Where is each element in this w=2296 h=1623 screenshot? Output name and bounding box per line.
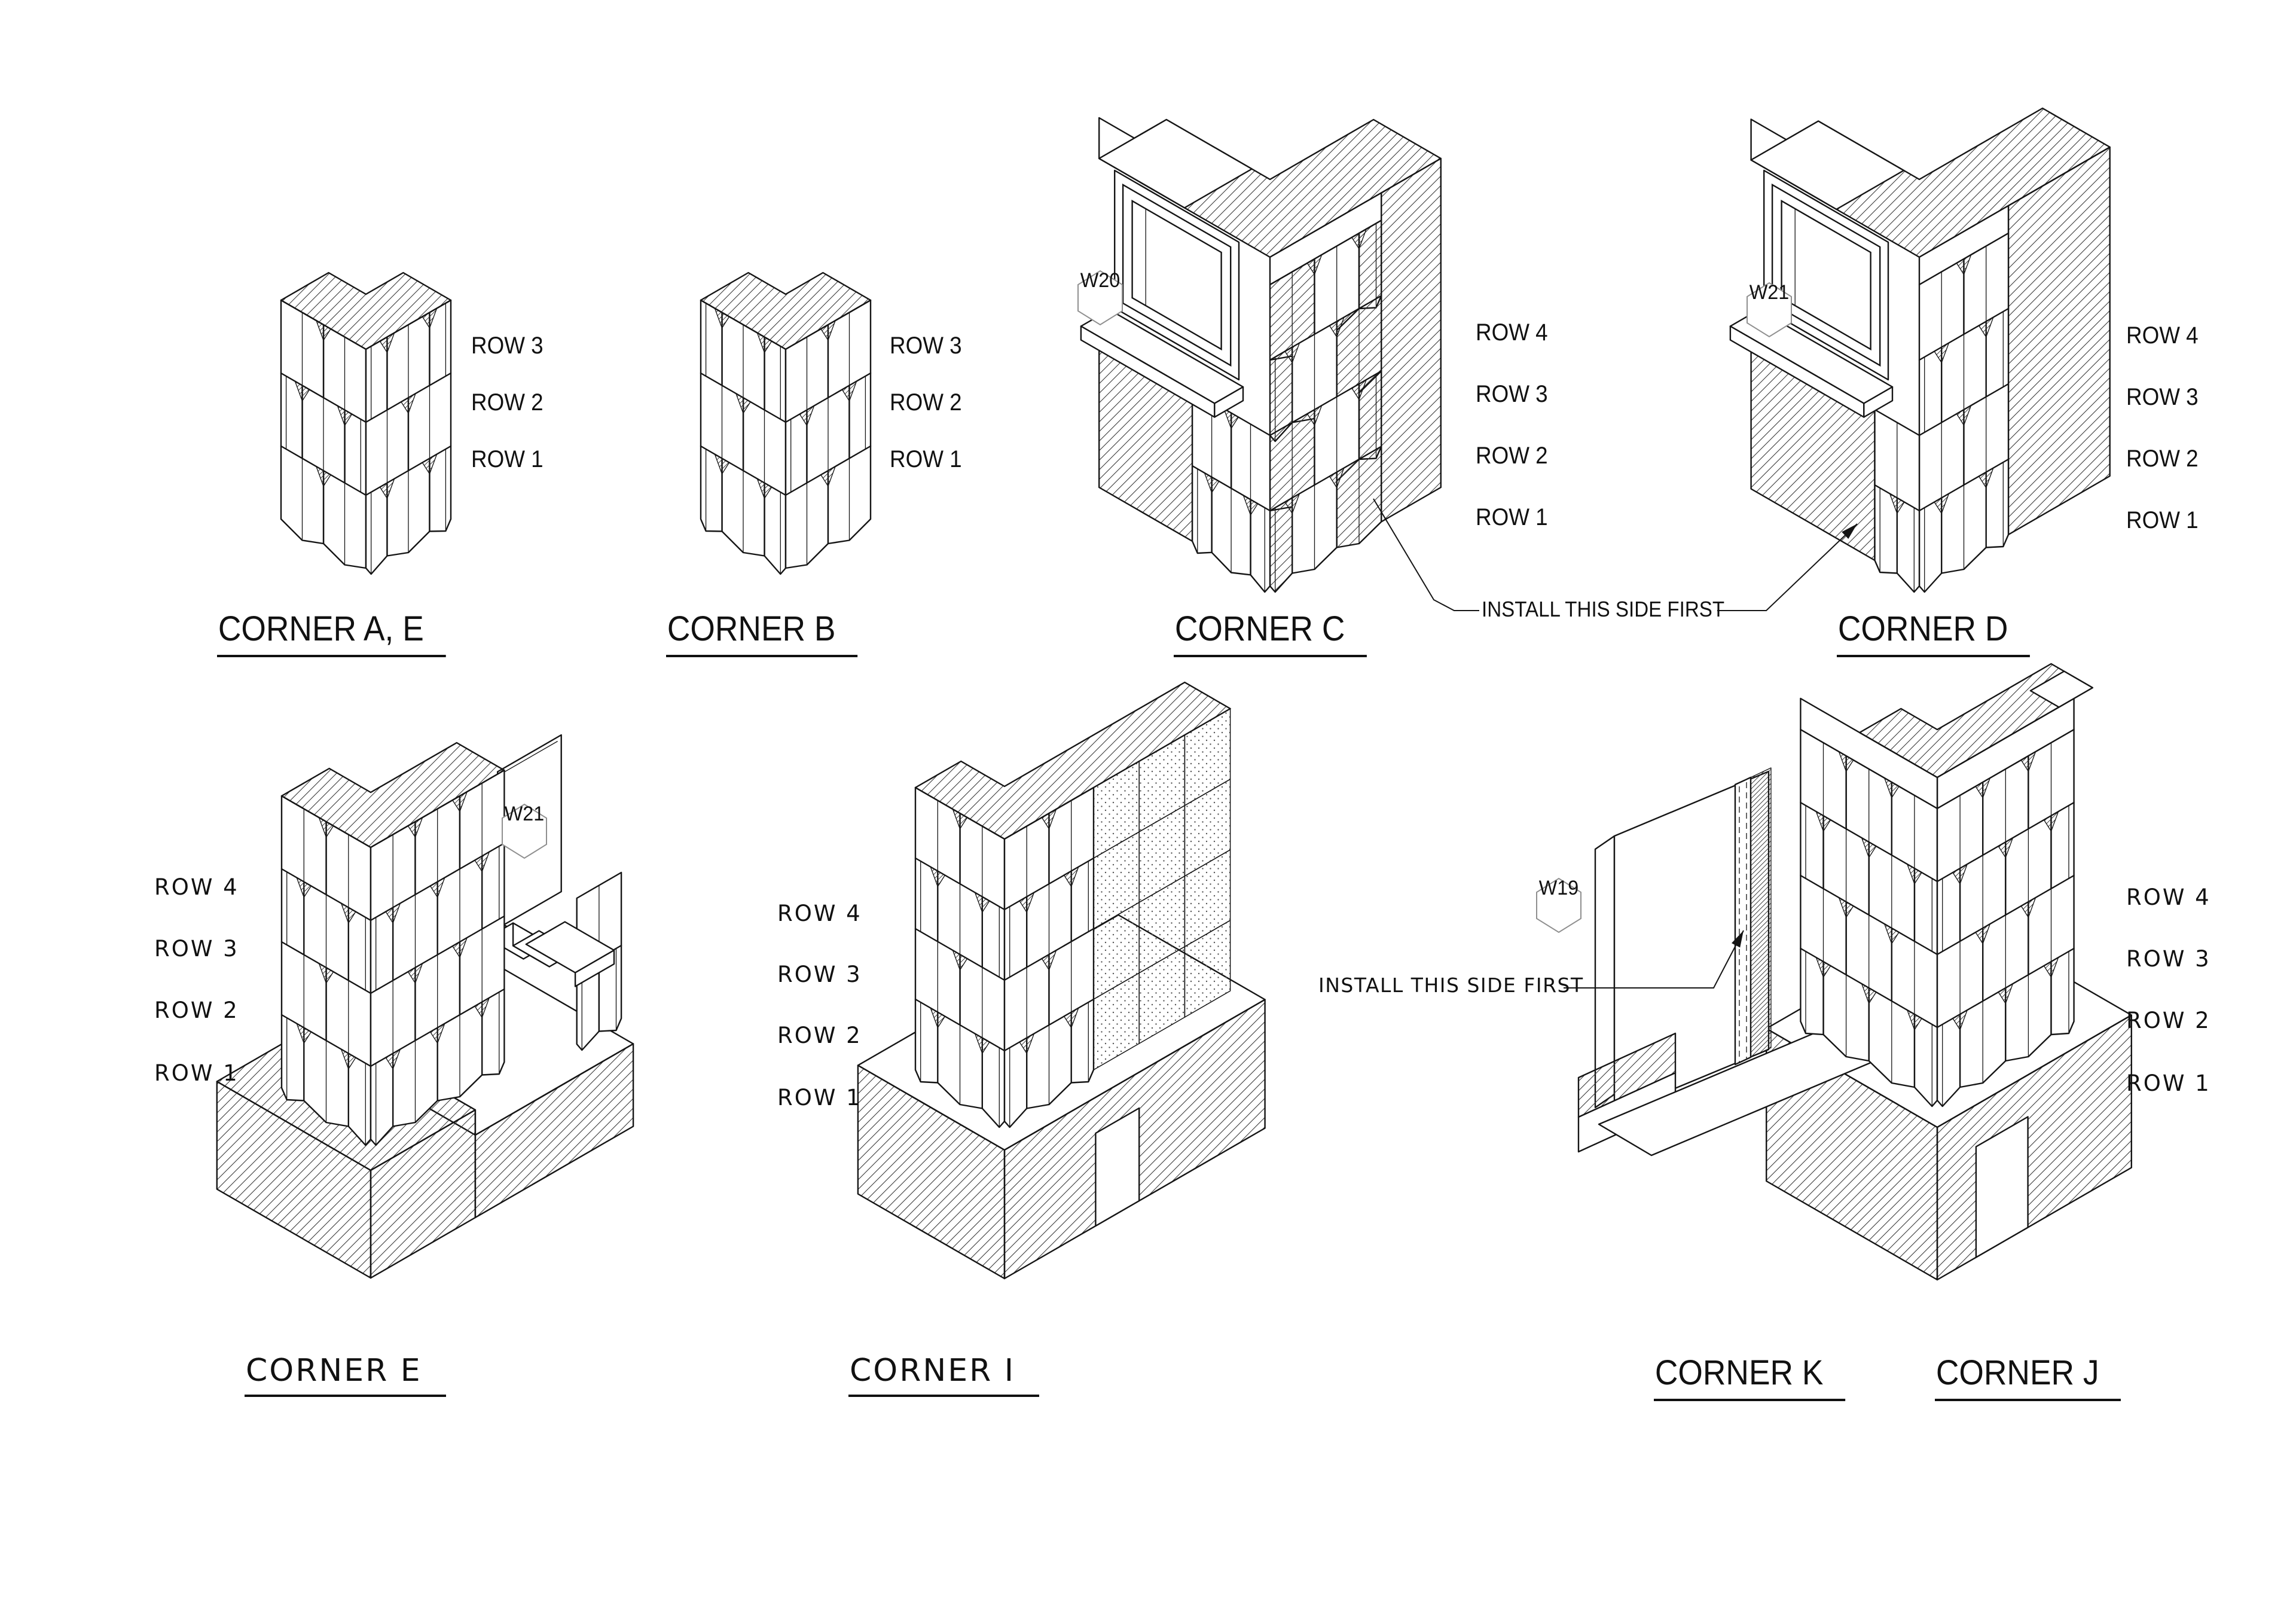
row-label: ROW 3 [154, 936, 239, 962]
row-label: ROW 3 [471, 332, 544, 359]
corner-d-drawing [1729, 107, 2111, 593]
row-label: ROW 3 [890, 332, 962, 359]
corner-k-j-drawing [1577, 663, 2133, 1281]
tag-w20: W20 [1075, 269, 1125, 327]
tag-w21-corner-e: W21 [499, 803, 549, 860]
title-corner-e: CORNER E [245, 1353, 446, 1397]
row-label: ROW 4 [2126, 322, 2199, 349]
title-corner-j: CORNER J [1935, 1353, 2121, 1401]
tag-w21-corner-d: W21 [1744, 281, 1794, 338]
title-corner-c: CORNER C [1174, 609, 1367, 657]
row-label: ROW 4 [154, 874, 239, 900]
row-label: ROW 2 [890, 389, 962, 416]
row-label: ROW 3 [2126, 946, 2211, 972]
tag-label: W21 [1749, 281, 1790, 304]
row-label: ROW 1 [2126, 1070, 2211, 1096]
row-label: ROW 3 [777, 962, 862, 987]
row-label: ROW 4 [2126, 884, 2211, 910]
corner-e-drawing [216, 734, 634, 1279]
tag-label: W20 [1080, 269, 1120, 292]
corner-c-drawing [1080, 117, 1442, 593]
row-label: ROW 4 [1476, 319, 1548, 346]
row-label: ROW 2 [2126, 446, 2199, 472]
corner-ae-drawing [280, 271, 452, 575]
row-label: ROW 1 [154, 1060, 239, 1086]
hexagon-icon [1077, 270, 1123, 326]
row-label: ROW 2 [154, 997, 239, 1023]
row-label: ROW 2 [2126, 1008, 2211, 1033]
corner-i-drawing [857, 681, 1266, 1280]
hexagon-icon [502, 803, 547, 859]
hexagon-icon [1747, 282, 1792, 338]
install-note-corner-c-d: INSTALL THIS SIDE FIRST [1482, 597, 1725, 621]
title-corner-d: CORNER D [1837, 609, 2031, 657]
row-label: ROW 3 [2126, 384, 2199, 410]
row-label: ROW 2 [777, 1023, 862, 1048]
row-label: ROW 2 [1476, 443, 1548, 469]
leader-lines [1373, 498, 1858, 989]
title-corner-ae: CORNER A, E [217, 609, 446, 657]
corner-b-drawing [700, 271, 872, 575]
row-label: ROW 1 [2126, 507, 2199, 533]
tag-label: W21 [504, 803, 545, 825]
row-label: ROW 2 [471, 389, 544, 416]
row-label: ROW 3 [1476, 381, 1548, 407]
hexagon-icon [1536, 877, 1581, 933]
install-note-corner-k: INSTALL THIS SIDE FIRST [1318, 974, 1584, 997]
tag-label: W19 [1538, 877, 1579, 899]
title-corner-i: CORNER I [848, 1353, 1040, 1397]
row-label: ROW 1 [890, 446, 962, 472]
tag-w19: W19 [1534, 877, 1584, 934]
title-corner-k: CORNER K [1654, 1353, 1846, 1401]
row-label: ROW 1 [1476, 504, 1548, 530]
row-label: ROW 1 [471, 446, 544, 472]
row-label: ROW 1 [777, 1085, 862, 1111]
title-corner-b: CORNER B [666, 609, 858, 657]
row-label: ROW 4 [777, 901, 862, 926]
